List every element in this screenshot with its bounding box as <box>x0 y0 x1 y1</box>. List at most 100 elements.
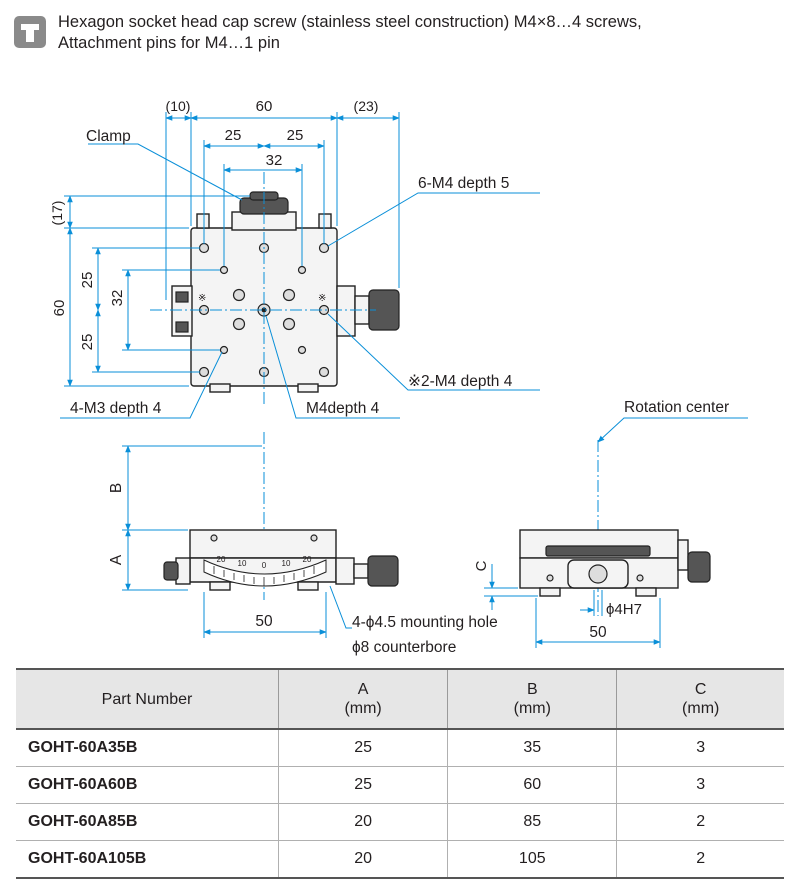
bottom-foot-right <box>297 383 319 393</box>
front-foot <box>297 581 319 591</box>
scale-label: 0 <box>262 561 267 570</box>
rotation-scale <box>203 559 327 587</box>
hole-m4 <box>198 366 210 378</box>
hole-m4 <box>198 242 210 254</box>
asterisk-left: ※ <box>198 293 206 304</box>
hole-m3 <box>297 345 307 355</box>
cell-part-number: GOHT-60A35B <box>16 728 279 767</box>
front-right-block <box>335 557 355 585</box>
bottom-foot-left <box>209 383 231 393</box>
cell-b: 85 <box>447 803 618 841</box>
dim-32-top-label: 32 <box>266 152 283 169</box>
cell-part-number: GOHT-60A60B <box>16 766 279 804</box>
table-row: GOHT-60A35B 25 35 3 <box>16 728 784 767</box>
hole-m3 <box>297 265 307 275</box>
table-row: GOHT-60A85B 20 85 2 <box>16 803 784 841</box>
dim-b-label: B <box>108 483 125 493</box>
side-view: Rotation center C ϕ4H7 50 <box>473 399 748 648</box>
cell-b: 60 <box>447 766 618 804</box>
cell-a: 20 <box>277 840 449 879</box>
dim-32-side-label: 32 <box>109 290 126 307</box>
micrometer-knob <box>368 289 400 331</box>
front-hole <box>310 534 318 542</box>
counterbore-label: ϕ8 counterbore <box>352 639 456 656</box>
cell-a: 25 <box>277 728 449 767</box>
top-view: (10) 60 (23) 25 25 32 (17) 60 25 25 32 ※… <box>49 98 540 419</box>
front-micrometer-knob <box>367 555 399 587</box>
side-right-block <box>677 539 689 571</box>
cell-c: 3 <box>616 766 784 804</box>
m3-4-label: 4-M3 depth 4 <box>70 400 162 417</box>
table-row: GOHT-60A105B 20 105 2 <box>16 840 784 879</box>
mount-hole-leader <box>329 585 352 629</box>
dim-25-left-label: 25 <box>225 127 242 144</box>
right-side-block <box>336 285 356 337</box>
cell-b: 35 <box>447 728 618 767</box>
m4-6-label: 6-M4 depth 5 <box>418 175 509 192</box>
hole-center-core <box>261 307 267 313</box>
cell-part-number: GOHT-60A105B <box>16 840 279 879</box>
dim-60-side-label: 60 <box>51 300 68 317</box>
front-foot <box>209 581 231 591</box>
hole-inner <box>232 288 246 302</box>
cell-c: 3 <box>616 728 784 767</box>
cell-part-number: GOHT-60A85B <box>16 803 279 841</box>
header-line-1: Hexagon socket head cap screw (stainless… <box>58 13 642 31</box>
front-top-plate <box>189 529 337 559</box>
hole-m3 <box>219 265 229 275</box>
cell-c: 2 <box>616 840 784 879</box>
table-header-row: Part Number A(mm) B(mm) C(mm) <box>16 668 784 730</box>
dim-c-label: C <box>473 560 490 571</box>
m4-center-label: M4depth 4 <box>306 400 380 417</box>
hole-inner <box>232 317 246 331</box>
side-hole <box>546 574 554 582</box>
scale-label: 20 <box>303 555 312 564</box>
screw-icon <box>14 16 46 48</box>
dim-60-top-label: 60 <box>256 98 273 115</box>
corner-screw-right <box>318 213 332 229</box>
m4-6-leader <box>327 192 540 247</box>
dim-50-side-label: 50 <box>589 624 607 641</box>
rotation-center-label: Rotation center <box>624 399 729 416</box>
spec-table: Part Number A(mm) B(mm) C(mm) GOHT-60A35… <box>16 668 784 879</box>
side-clamp-bar <box>545 545 651 557</box>
header-c: C(mm) <box>616 668 784 730</box>
hole-inner <box>282 317 296 331</box>
scale-label: 10 <box>282 559 291 568</box>
dim-h7-label: ϕ4H7 <box>606 601 642 618</box>
scale-label: 10 <box>238 559 247 568</box>
dim-25-right-label: 25 <box>287 127 304 144</box>
hole-m4 <box>318 366 330 378</box>
dim-23-label: (23) <box>354 98 379 114</box>
front-view: 20 10 0 10 20 B A 50 4-ϕ4.5 mounting hol… <box>108 432 498 656</box>
left-side-screw <box>175 291 189 303</box>
left-side-screw-2 <box>175 321 189 333</box>
cell-a: 20 <box>277 803 449 841</box>
header-part-number: Part Number <box>16 668 279 730</box>
clamp-leader <box>88 143 243 201</box>
side-hole <box>636 574 644 582</box>
scale-label: 20 <box>217 555 226 564</box>
front-hole <box>210 534 218 542</box>
cell-b: 105 <box>447 840 618 879</box>
dim-10-label: (10) <box>166 98 191 114</box>
hole-inner <box>282 288 296 302</box>
mount-hole-label: 4-ϕ4.5 mounting hole <box>352 614 498 631</box>
header-line-2: Attachment pins for M4…1 pin <box>58 34 280 52</box>
header-a: A(mm) <box>277 668 449 730</box>
m4-2-leader <box>327 313 540 391</box>
front-micrometer-sleeve <box>353 563 369 579</box>
dim-25-upper-label: 25 <box>79 272 96 289</box>
clamp-label: Clamp <box>86 128 131 145</box>
dim-50-front-label: 50 <box>255 613 273 630</box>
m3-4-leader <box>60 351 223 419</box>
technical-drawing: (10) 60 (23) 25 25 32 (17) 60 25 25 32 ※… <box>49 98 748 656</box>
header-text: Hexagon socket head cap screw (stainless… <box>58 12 642 54</box>
cell-a: 25 <box>277 766 449 804</box>
header: Hexagon socket head cap screw (stainless… <box>14 12 794 58</box>
scale-ticks <box>213 566 315 586</box>
corner-screw-left <box>196 213 210 229</box>
asterisk-right: ※ <box>318 293 326 304</box>
front-left-clamp <box>163 561 179 581</box>
side-micrometer <box>687 551 711 583</box>
